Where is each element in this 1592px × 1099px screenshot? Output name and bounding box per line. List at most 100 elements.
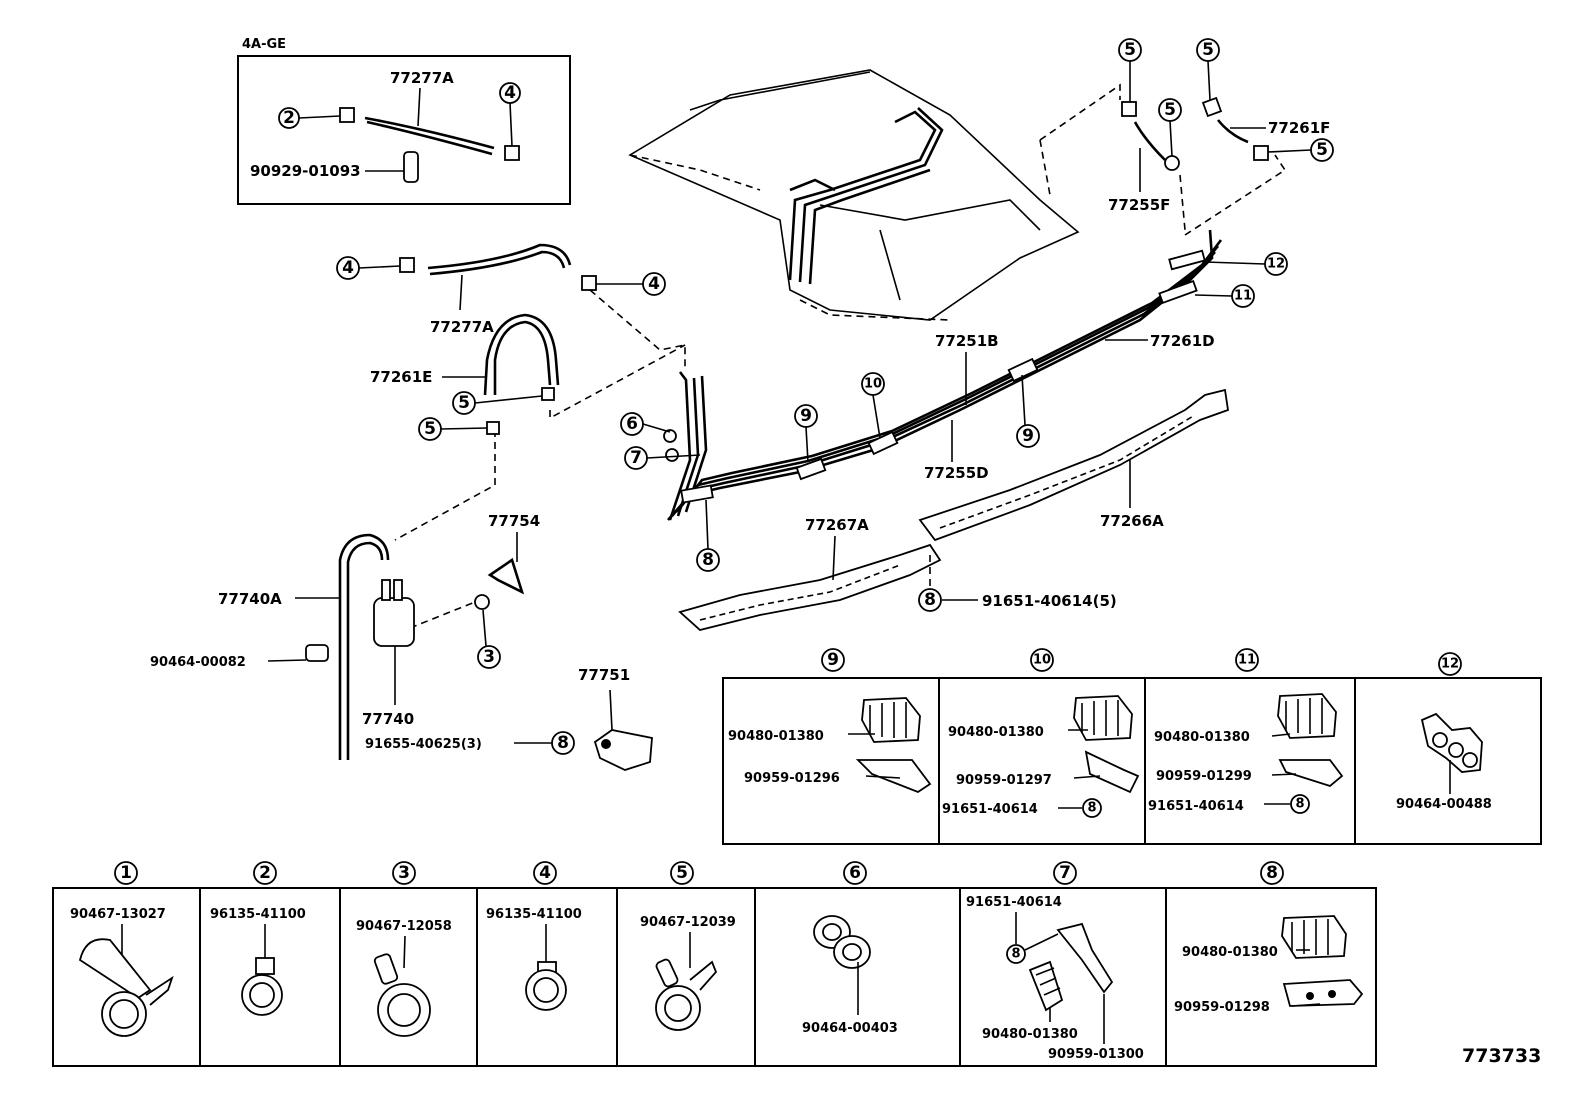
svg-text:4: 4 [648,274,660,294]
callout-11: 11 [1231,284,1255,308]
svg-text:5: 5 [1316,140,1328,160]
svg-text:2: 2 [283,108,295,128]
label-77255f: 77255F [1108,196,1170,214]
detail-10-part-2: 91651-40614 [942,802,1038,817]
detail-4-part-0: 96135-41100 [486,907,582,922]
detail-11-part-1: 90959-01299 [1156,769,1252,784]
svg-text:2: 2 [259,863,271,883]
label-77261e: 77261E [370,368,432,386]
label-77266a: 77266A [1100,512,1164,530]
label-77255d: 77255D [924,464,989,482]
inset-hose [364,116,495,150]
detail-row-bottom: 1 2 3 4 5 6 7 8 90467-13027 96135-41100 … [52,861,1377,1067]
svg-text:9: 9 [800,406,812,426]
callout-4-a: 4 [336,256,360,280]
callout-9-b: 9 [1016,424,1040,448]
label-77251b: 77251B [935,332,999,350]
inset-4age: 4A-GE 77277A 2 4 90929-01093 [237,37,571,205]
label-77261f: 77261F [1268,119,1330,137]
label-77277a: 77277A [430,318,494,336]
label-90464-00082: 90464-00082 [150,655,246,670]
detail-4-callout: 4 [533,861,557,885]
callout-3: 3 [477,645,501,669]
inset-title: 4A-GE [242,37,286,52]
detail-3-callout: 3 [392,861,416,885]
svg-text:3: 3 [483,647,495,667]
svg-text:5: 5 [458,393,470,413]
detail-10-part-0: 90480-01380 [948,725,1044,740]
svg-text:8: 8 [924,590,936,610]
svg-text:8: 8 [1011,947,1020,962]
fuel-tank [628,69,1080,321]
svg-text:8: 8 [1087,801,1096,816]
label-77261d: 77261D [1150,332,1215,350]
detail-2-part-0: 96135-41100 [210,907,306,922]
svg-text:5: 5 [1202,40,1214,60]
label-77740a: 77740A [218,590,282,608]
svg-text:5: 5 [1164,100,1176,120]
detail-5-part-0: 90467-12039 [640,915,736,930]
svg-text:7: 7 [1059,863,1071,883]
detail-7-part-1: 90480-01380 [982,1027,1078,1042]
svg-text:5: 5 [424,419,436,439]
callout-8-c: 8 [551,731,575,755]
detail-8-part-0: 90480-01380 [1182,945,1278,960]
detail-9-callout: 9 [821,648,845,672]
svg-text:5: 5 [676,863,688,883]
label-77751: 77751 [578,666,630,684]
svg-text:7: 7 [630,448,642,468]
callout-10: 10 [861,372,885,396]
inset-clip-icon [403,151,419,183]
detail-9-part-0: 90480-01380 [728,729,824,744]
inset-callout-2: 2 [278,107,300,129]
detail-5-callout: 5 [670,861,694,885]
detail-9-part-1: 90959-01296 [744,771,840,786]
label-77754: 77754 [488,512,540,530]
detail-11-part-0: 90480-01380 [1154,730,1250,745]
callout-5-f: 5 [418,417,442,441]
detail-6-part-0: 90464-00403 [802,1021,898,1036]
callout-5-e: 5 [452,391,476,415]
detail-10-part-1: 90959-01297 [956,773,1052,788]
svg-text:9: 9 [1022,426,1034,446]
svg-text:6: 6 [626,414,638,434]
callout-4-b: 4 [642,272,666,296]
svg-text:5: 5 [1124,40,1136,60]
svg-text:4: 4 [539,863,551,883]
protector-77266a [918,388,1229,542]
diagram-id: 773733 [1462,1045,1541,1067]
detail-7-part-2: 90959-01300 [1048,1047,1144,1062]
inset-hose-label: 77277A [390,69,454,87]
detail-10-callout: 10 [1030,648,1054,672]
detail-12-part-0: 90464-00488 [1396,797,1492,812]
inset-clamp-icon [339,107,355,123]
detail-12-callout: 12 [1438,652,1462,676]
vsv-77740 [373,579,415,705]
callout-7: 7 [624,446,648,470]
svg-text:9: 9 [827,650,839,670]
callout-5-c: 5 [1158,98,1182,122]
svg-text:8: 8 [557,733,569,753]
svg-text:10: 10 [864,377,882,392]
inset-frame [237,55,571,205]
svg-text:11: 11 [1234,289,1252,304]
label-77267a: 77267A [805,516,869,534]
svg-text:12: 12 [1267,257,1285,272]
detail-2-callout: 2 [253,861,277,885]
svg-text:12: 12 [1441,657,1459,672]
svg-text:6: 6 [849,863,861,883]
callout-5-a: 5 [1118,38,1142,62]
detail-row-top: 9 10 11 12 90480-01380 90959-01296 90480… [722,648,1542,845]
detail-3-part-0: 90467-12058 [356,919,452,934]
label-77740: 77740 [362,710,414,728]
callout-12: 12 [1264,252,1288,276]
callout-8-b: 8 [918,588,942,612]
detail-1-callout: 1 [114,861,138,885]
detail-8-callout: 8 [1260,861,1284,885]
inset-clip-label: 90929-01093 [250,162,361,180]
detail-11-part-2: 91651-40614 [1148,799,1244,814]
svg-text:4: 4 [504,83,516,103]
callout-9-a: 9 [794,404,818,428]
detail-11-callout: 11 [1235,648,1259,672]
